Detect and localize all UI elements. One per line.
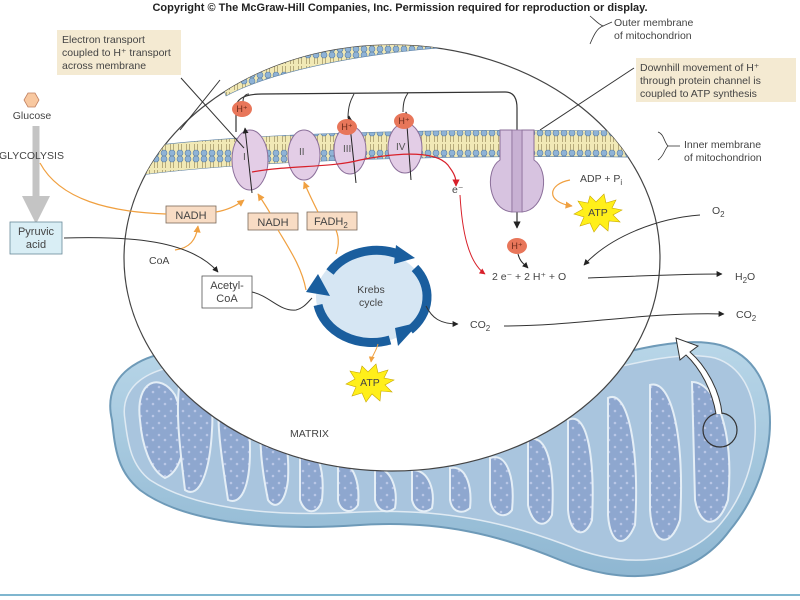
krebs-to-nadh-line [277,229,307,291]
copyright-notice: Copyright © The McGraw-Hill Companies, I… [152,2,647,14]
complex-label: II [299,147,305,158]
svg-text:H⁺: H⁺ [236,104,247,114]
adp-to-atp-arrow [552,179,573,209]
svg-text:H⁺: H⁺ [341,122,352,132]
h-plus-ion: H⁺ [394,113,414,129]
inner-membrane-bracket [657,131,669,161]
pyruvic-acid-box: Pyruvic acid [9,221,63,255]
nadh-box-krebs: NADH [247,212,299,231]
note-pointer-line [180,77,245,149]
svg-text:ATP: ATP [360,377,380,389]
svg-text:FADH2: FADH2 [314,216,348,230]
coa-to-nadh-arrow [174,225,201,251]
svg-text:coupled to ATP synthesis: coupled to ATP synthesis [640,88,757,100]
crista [449,466,472,513]
krebs-to-co2-arrow [425,305,459,327]
crista [567,417,594,534]
proton-return-line [235,91,521,229]
h-plus-ion: H⁺ [507,238,527,254]
svg-text:Krebs: Krebs [357,284,384,296]
electron-transport-note: Electron transport coupled to H⁺ transpo… [57,30,181,75]
outer-membrane-label: Outer membrane [614,17,694,29]
svg-text:H⁺: H⁺ [398,116,409,126]
svg-text:H⁺: H⁺ [511,241,522,251]
inner-membrane-label: Inner membrane [684,139,761,151]
crista [489,456,514,517]
krebs-to-fadh2-line [335,229,339,255]
nadh-box-glycolysis: NADH [165,205,217,224]
adp-pi-label: ADP + Pi [580,173,622,187]
svg-text:acid: acid [26,239,46,251]
complex-label: IV [396,142,406,153]
matrix-label: MATRIX [290,428,329,440]
o2-label: O2 [712,205,725,219]
electron-to-oxygen-path [459,194,486,275]
fadh2-to-complex-ii-arrow [303,181,319,213]
svg-text:coupled to H⁺ transport: coupled to H⁺ transport [62,47,171,59]
svg-text:through protein channel is: through protein channel is [640,75,761,87]
nadh-krebs-to-complex-i-arrow [257,193,271,214]
h-plus-ion: H⁺ [337,119,357,135]
complex-label: I [243,152,246,163]
note-pointer-line [539,67,635,131]
co2-export-arrow [503,310,725,327]
co2-outer-label: CO2 [736,309,757,323]
complex-i [231,129,269,191]
downhill-movement-note: Downhill movement of H⁺ through protein … [636,58,796,102]
glucose-hexagon-icon [23,92,40,108]
zoom-pointer-arrow [675,337,723,415]
crista [374,466,397,513]
pyruvic-to-acetylcoa-arrow [63,237,219,273]
glycolysis-to-nadh-arrow [39,162,167,215]
outer-membrane-bracket [589,15,605,45]
inner-membrane-label: of mitochondrion [684,152,762,164]
electron-label: e⁻ [452,184,464,196]
svg-text:Downhill movement of H⁺: Downhill movement of H⁺ [640,62,760,74]
atp-burst-krebs: ATP [345,363,395,403]
hydrogen-ions: H⁺ H⁺ H⁺ H⁺ [232,92,529,269]
svg-text:Electron transport: Electron transport [62,34,145,46]
o2-to-reaction-arrow [583,214,701,266]
crista [607,395,638,542]
bottom-border [0,594,800,596]
svg-text:across membrane: across membrane [62,60,146,72]
atp-synthase [489,129,545,213]
svg-text:CoA: CoA [216,293,238,305]
svg-text:Pyruvic: Pyruvic [18,226,55,238]
nadh-to-complex-i-arrow [215,199,245,213]
crista [411,468,434,513]
oxygen-reaction: 2 e⁻ + 2 H⁺ + O [492,271,566,283]
atp-burst-synthase: ATP [573,193,623,233]
glucose-label: Glucose [13,110,52,122]
note-pointer-line [179,79,221,131]
svg-text:cycle: cycle [359,297,383,309]
water-label: H2O [735,271,755,285]
crista [690,380,731,523]
crista [527,437,554,525]
svg-text:Acetyl-: Acetyl- [210,280,244,292]
reaction-to-water-arrow [587,271,723,279]
proton-pump-arrow [242,127,253,194]
coa-label: CoA [149,255,169,267]
acetylcoa-to-krebs-line [251,291,313,311]
crista [649,383,683,541]
co2-inner-label: CO2 [470,319,491,333]
krebs-to-atp-arrow [368,343,379,363]
fadh2-box: FADH2 [306,211,358,231]
svg-text:NADH: NADH [257,217,288,229]
electron-transport-chain: I II III IV [231,111,486,275]
glycolysis-label: GLYCOLYSIS [0,150,64,162]
electron-path [251,153,460,187]
h-plus-ion: H⁺ [232,101,252,117]
complex-label: III [343,144,351,155]
outer-membrane-label: of mitochondrion [614,30,692,42]
krebs-cycle: Krebs cycle [306,245,432,348]
svg-text:NADH: NADH [175,210,206,222]
acetyl-coa-box: Acetyl- CoA [201,275,253,309]
svg-text:ATP: ATP [588,207,608,219]
